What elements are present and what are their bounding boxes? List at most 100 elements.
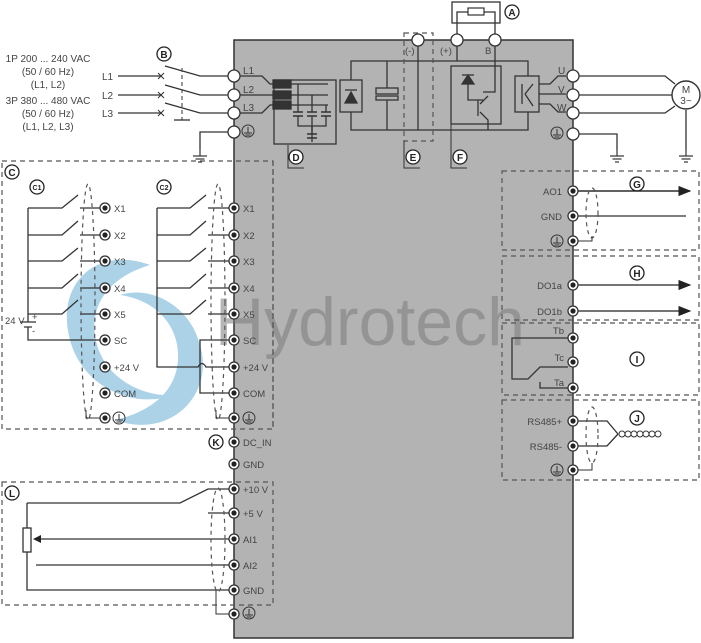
svg-text:+5 V: +5 V: [243, 509, 263, 520]
svg-text:B: B: [485, 46, 491, 57]
svg-text:C1: C1: [33, 185, 42, 192]
callout-h: H: [629, 265, 645, 281]
svg-text:X4: X4: [243, 284, 255, 295]
svg-text:X1: X1: [243, 204, 255, 215]
svg-text:B: B: [160, 50, 167, 61]
svg-text:X2: X2: [114, 231, 126, 242]
svg-text:X3: X3: [114, 257, 126, 268]
supply-spec: 1P 200 ... 240 VAC (50 / 60 Hz) (L1, L2)…: [6, 54, 91, 133]
svg-text:1P 200 ... 240 VAC: 1P 200 ... 240 VAC: [6, 54, 91, 65]
svg-text:GND: GND: [243, 586, 264, 597]
svg-text:SC: SC: [243, 336, 256, 347]
callout-c: C: [4, 164, 20, 180]
svg-text:GND: GND: [243, 460, 264, 471]
group-g-box: [501, 170, 700, 251]
svg-text:L1: L1: [243, 66, 255, 77]
svg-text:V: V: [558, 85, 565, 96]
svg-text:H: H: [633, 269, 640, 280]
svg-text:X5: X5: [114, 310, 126, 321]
svg-text:K: K: [212, 438, 220, 449]
svg-text:AO1: AO1: [543, 187, 562, 198]
svg-text:W: W: [557, 103, 567, 114]
callout-i: I: [629, 351, 645, 367]
group-l-box: [1, 481, 274, 606]
svg-text:Tb: Tb: [553, 326, 564, 337]
callout-j: J: [629, 410, 645, 426]
relay-contact: [511, 337, 568, 389]
c1-switches: [20, 194, 100, 341]
group-c-box: [1, 160, 274, 430]
svg-text:G: G: [633, 180, 641, 191]
watermark-text: Hydrotech: [215, 284, 525, 360]
motor: M 3~: [671, 80, 701, 110]
svg-text:COM: COM: [114, 389, 136, 400]
terminal-brake: [488, 33, 502, 47]
svg-text:(50 / 60 Hz): (50 / 60 Hz): [22, 109, 74, 120]
svg-text:+24 V: +24 V: [114, 363, 140, 374]
motor-cable: [579, 75, 687, 150]
output-terminals: U V W: [550, 66, 580, 141]
analog-input-terminals: +10 V +5 V AI1 AI2 GND: [228, 483, 269, 620]
svg-text:L2: L2: [243, 85, 255, 96]
callout-d: D: [287, 145, 304, 169]
svg-text:GND: GND: [541, 212, 562, 223]
group-j-box: [501, 399, 700, 481]
callout-e: E: [403, 141, 421, 169]
svg-text:X4: X4: [114, 284, 126, 295]
power-stage: [240, 42, 566, 145]
c2-switches: [156, 194, 232, 394]
svg-text:I: I: [636, 355, 639, 366]
svg-text:+24 V: +24 V: [243, 363, 269, 374]
svg-text:(50 / 60 Hz): (50 / 60 Hz): [22, 67, 74, 78]
svg-text:+: +: [32, 312, 38, 323]
rs485-terminals: RS485+ RS485-: [527, 415, 579, 477]
label-l3: L3: [102, 109, 114, 120]
svg-text:(-): (-): [405, 46, 415, 57]
svg-text:X2: X2: [243, 231, 255, 242]
svg-text:-: -: [32, 326, 35, 337]
svg-text:3~: 3~: [680, 96, 692, 107]
svg-text:C2: C2: [160, 185, 169, 192]
analog-output-terminals: AO1 GND: [541, 185, 579, 248]
svg-text:M: M: [682, 85, 690, 96]
terminal-dc-minus: [411, 33, 425, 47]
potentiometer-wiring: [22, 488, 229, 591]
c2-terminals: X1 X2 X3 X4 X5 SC +24 V COM: [228, 202, 269, 425]
callout-l: L: [4, 485, 20, 501]
c1-terminals: X1 X2 X3 X4 X5 SC +24 V COM: [99, 202, 140, 425]
svg-text:L3: L3: [243, 103, 255, 114]
input-terminals: L1 L2 L3: [227, 66, 255, 139]
svg-text:DC_IN: DC_IN: [243, 438, 272, 449]
digital-output-terminals: DO1a DO1b: [537, 279, 579, 318]
svg-text:DO1b: DO1b: [537, 307, 562, 318]
svg-text:X1: X1: [114, 204, 126, 215]
svg-text:X5: X5: [243, 310, 255, 321]
svg-text:L: L: [9, 489, 15, 500]
svg-text:D: D: [292, 153, 299, 164]
twisted-pair-icon: [618, 430, 662, 438]
brake-resistor: [451, 1, 501, 34]
svg-text:(+): (+): [440, 46, 452, 57]
label-l2: L2: [102, 91, 114, 102]
callout-c2: C2: [156, 179, 172, 195]
svg-text:RS485+: RS485+: [527, 417, 562, 428]
callout-g: G: [629, 176, 645, 192]
callout-a: A: [504, 4, 520, 20]
svg-text:3P 380 ... 480 VAC: 3P 380 ... 480 VAC: [6, 96, 91, 107]
callout-b: B: [156, 46, 172, 62]
svg-text:U: U: [558, 66, 565, 77]
svg-text:Tc: Tc: [555, 353, 565, 364]
svg-text:DO1a: DO1a: [537, 281, 563, 292]
group-e-box: [403, 32, 434, 142]
group-h-box: [501, 255, 700, 321]
svg-text:+10 V: +10 V: [243, 485, 269, 496]
svg-text:(L1, L2, L3): (L1, L2, L3): [22, 122, 73, 133]
svg-text:COM: COM: [243, 389, 265, 400]
svg-text:F: F: [457, 153, 463, 164]
supply-lines: [118, 65, 232, 150]
svg-text:A: A: [508, 8, 515, 19]
svg-text:C: C: [8, 168, 15, 179]
watermark-logo: [66, 259, 203, 425]
svg-text:E: E: [410, 153, 417, 164]
